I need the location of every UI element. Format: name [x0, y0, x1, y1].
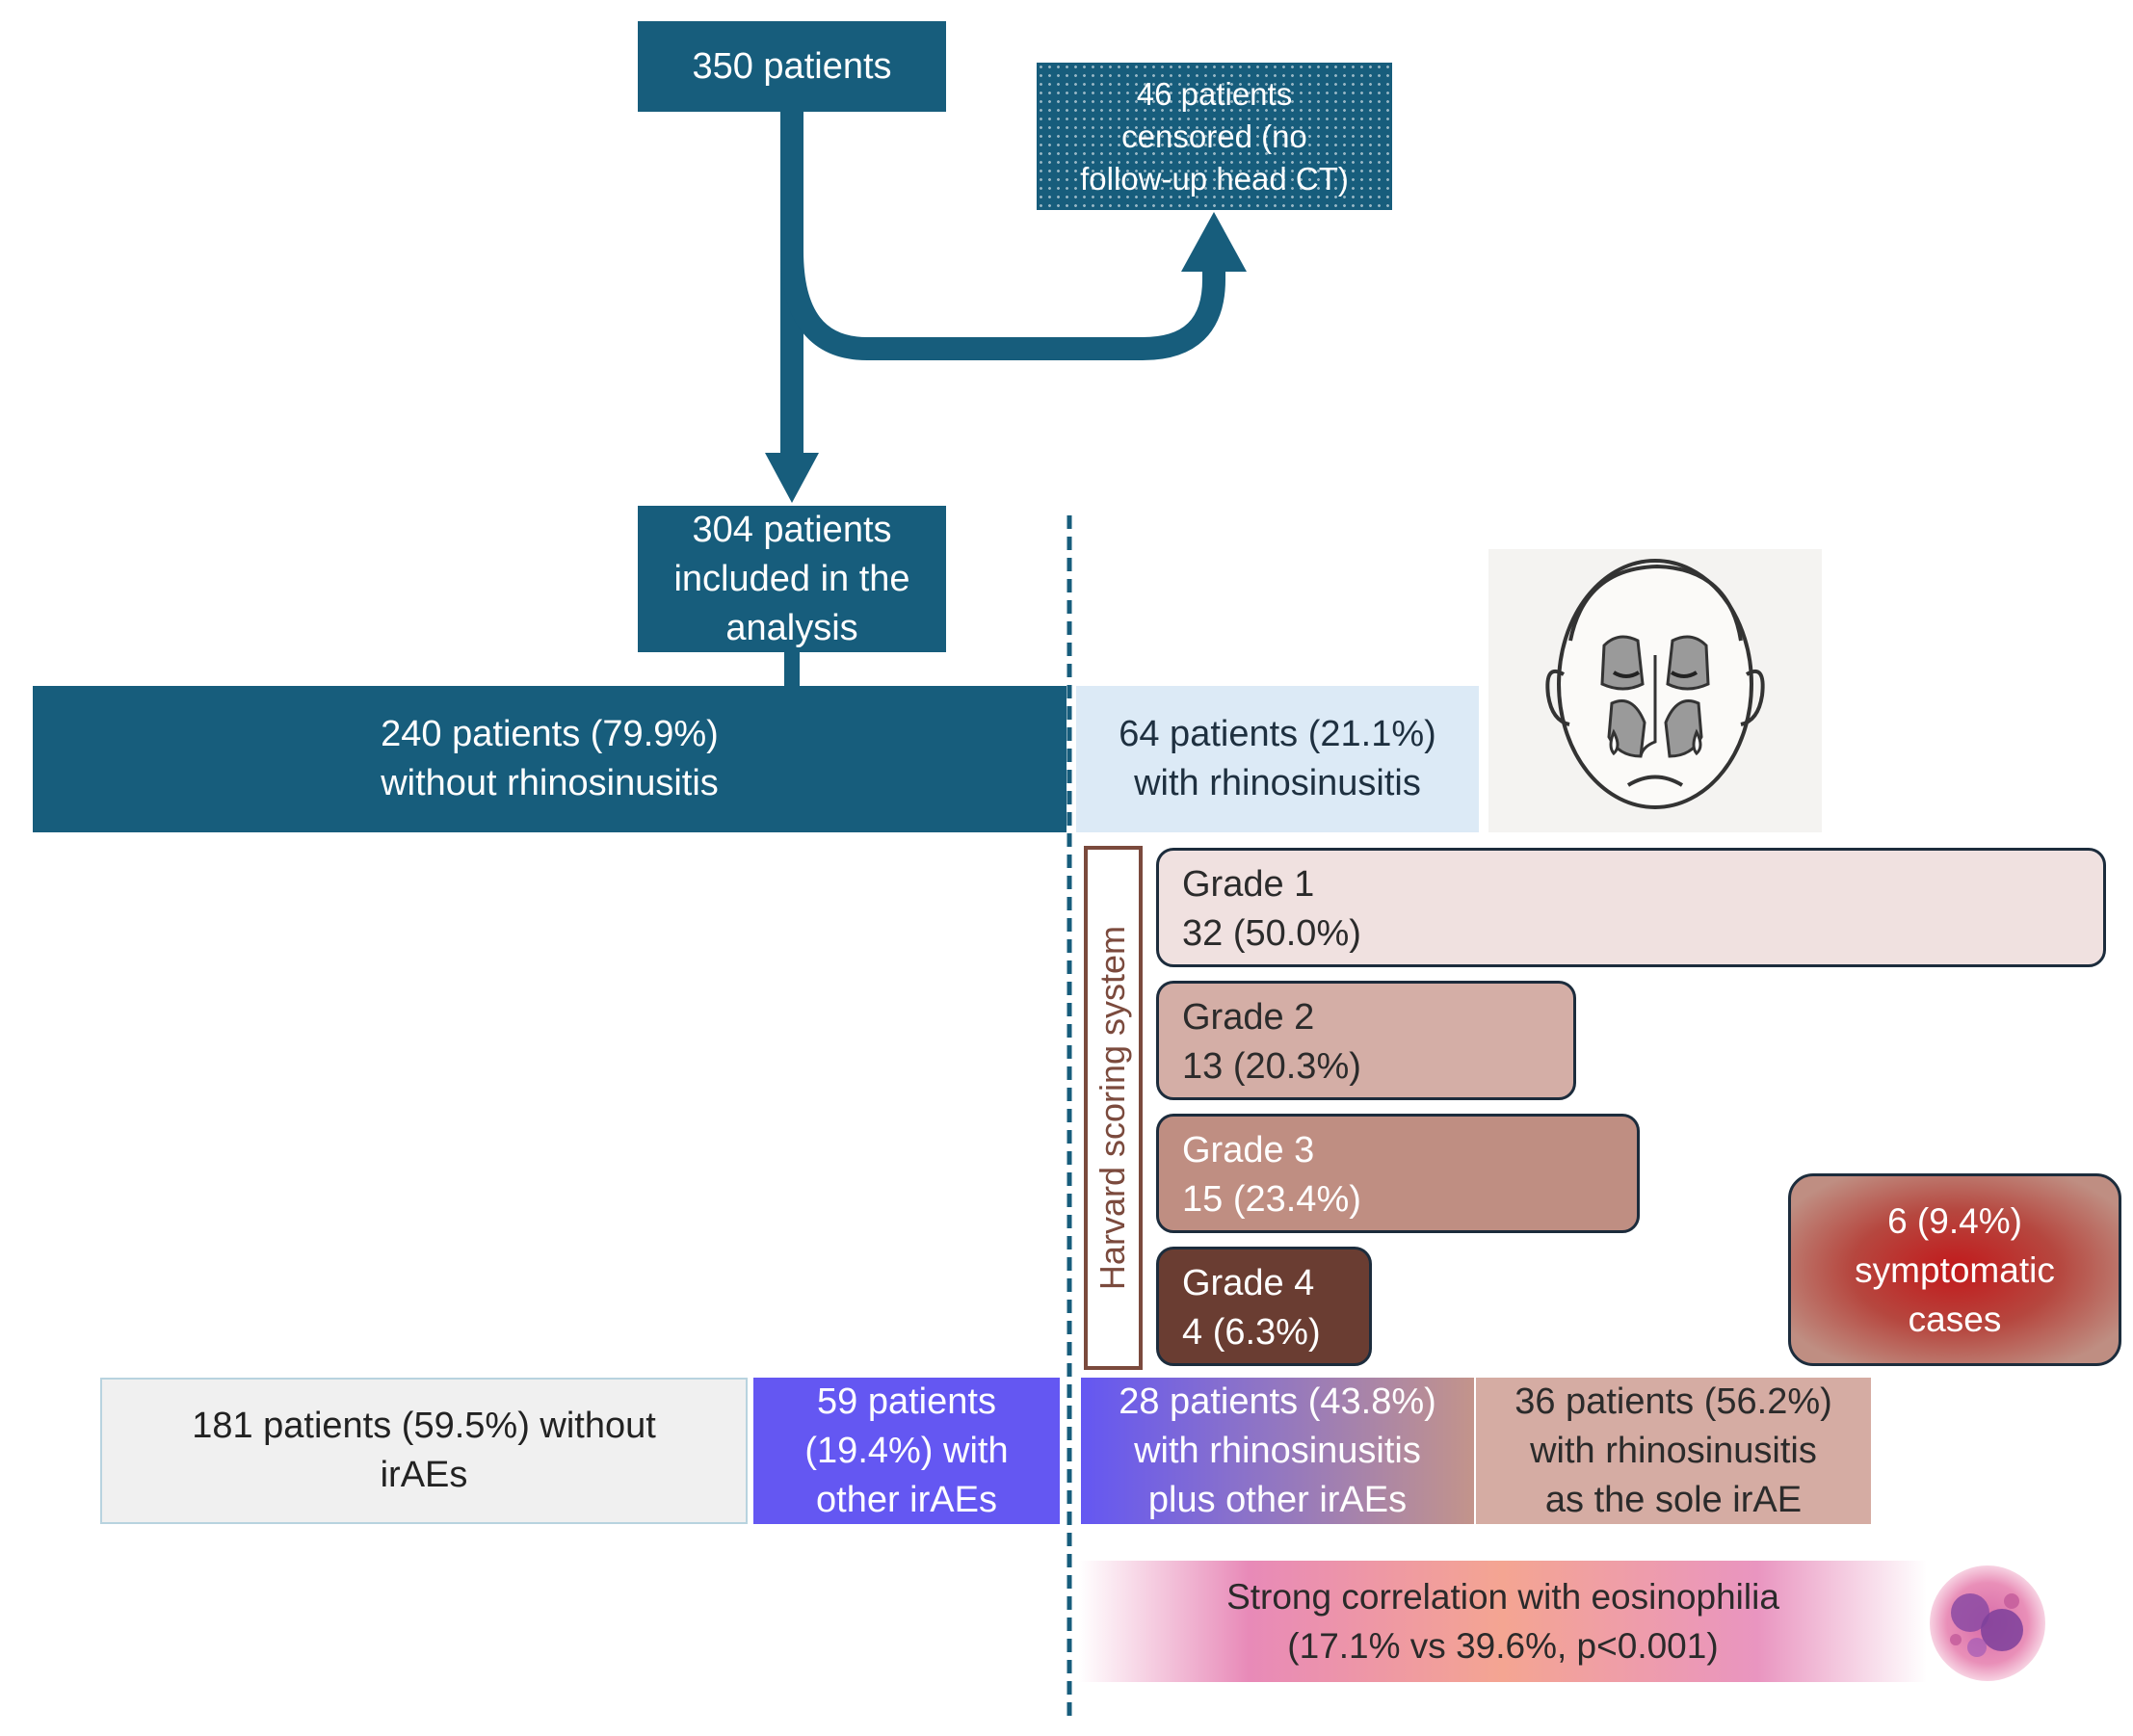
down-arrow-head — [765, 453, 819, 503]
grade-3-box: Grade 3 15 (23.4%) — [1156, 1114, 1640, 1233]
grade-4-box: Grade 4 4 (6.3%) — [1156, 1247, 1372, 1366]
rhino-plus-irae-label: 28 patients (43.8%) with rhinosinusitis … — [1119, 1381, 1436, 1520]
included-label: 304 patients included in the analysis — [673, 509, 910, 648]
harvard-scoring-text: Harvard scoring system — [1093, 925, 1132, 1291]
rhino-plus-irae-box: 28 patients (43.8%) with rhinosinusitis … — [1081, 1378, 1474, 1524]
other-irae-box: 59 patients (19.4%) with other irAEs — [753, 1378, 1060, 1524]
without-rhinosinusitis-label: 240 patients (79.9%) without rhinosinusi… — [381, 714, 719, 803]
grade-3-value: 15 (23.4%) — [1182, 1179, 1361, 1220]
sinus-face-illustration — [1488, 549, 1822, 832]
rhino-sole-irae-label: 36 patients (56.2%) with rhinosinusitis … — [1514, 1381, 1832, 1520]
censored-box: 46 patients censored (no follow-up head … — [1037, 63, 1392, 210]
grade-3-title: Grade 3 — [1182, 1130, 1315, 1170]
harvard-scoring-label: Harvard scoring system — [1089, 848, 1137, 1368]
grade-1-title: Grade 1 — [1182, 864, 1315, 905]
with-rhinosinusitis-label: 64 patients (21.1%) with rhinosinusitis — [1119, 714, 1436, 803]
with-rhinosinusitis-box: 64 patients (21.1%) with rhinosinusitis — [1076, 686, 1479, 832]
symptomatic-cases-label: 6 (9.4%) symptomatic cases — [1855, 1200, 2055, 1339]
censor-branch-line — [780, 250, 1225, 360]
without-rhinosinusitis-bar: 240 patients (79.9%) without rhinosinusi… — [33, 686, 1066, 832]
grade-4-value: 4 (6.3%) — [1182, 1312, 1321, 1353]
rhino-sole-irae-box: 36 patients (56.2%) with rhinosinusitis … — [1476, 1378, 1871, 1524]
no-irae-label: 181 patients (59.5%) without irAEs — [192, 1406, 656, 1495]
grade-2-title: Grade 2 — [1182, 997, 1315, 1038]
grade-2-box: Grade 2 13 (20.3%) — [1156, 981, 1576, 1100]
harvard-bracket — [1084, 846, 1143, 1370]
grade-1-box: Grade 1 32 (50.0%) — [1156, 848, 2106, 967]
up-arrow-head — [1181, 212, 1247, 272]
grade-4-title: Grade 4 — [1182, 1263, 1315, 1303]
grade-2-value: 13 (20.3%) — [1182, 1046, 1361, 1087]
eosinophil-cell-image — [1927, 1563, 2048, 1684]
total-patients-label: 350 patients — [692, 45, 892, 87]
correlation-banner: Strong correlation with eosinophilia (17… — [1079, 1561, 1927, 1682]
no-irae-box: 181 patients (59.5%) without irAEs — [100, 1378, 748, 1524]
symptomatic-cases-box: 6 (9.4%) symptomatic cases — [1788, 1173, 2121, 1366]
correlation-label: Strong correlation with eosinophilia (17… — [1226, 1577, 1779, 1666]
other-irae-label: 59 patients (19.4%) with other irAEs — [804, 1381, 1009, 1520]
grade-1-value: 32 (50.0%) — [1182, 913, 1361, 954]
included-box: 304 patients included in the analysis — [638, 506, 946, 652]
censored-label: 46 patients censored (no follow-up head … — [1080, 75, 1349, 197]
total-patients-box: 350 patients — [638, 21, 946, 112]
